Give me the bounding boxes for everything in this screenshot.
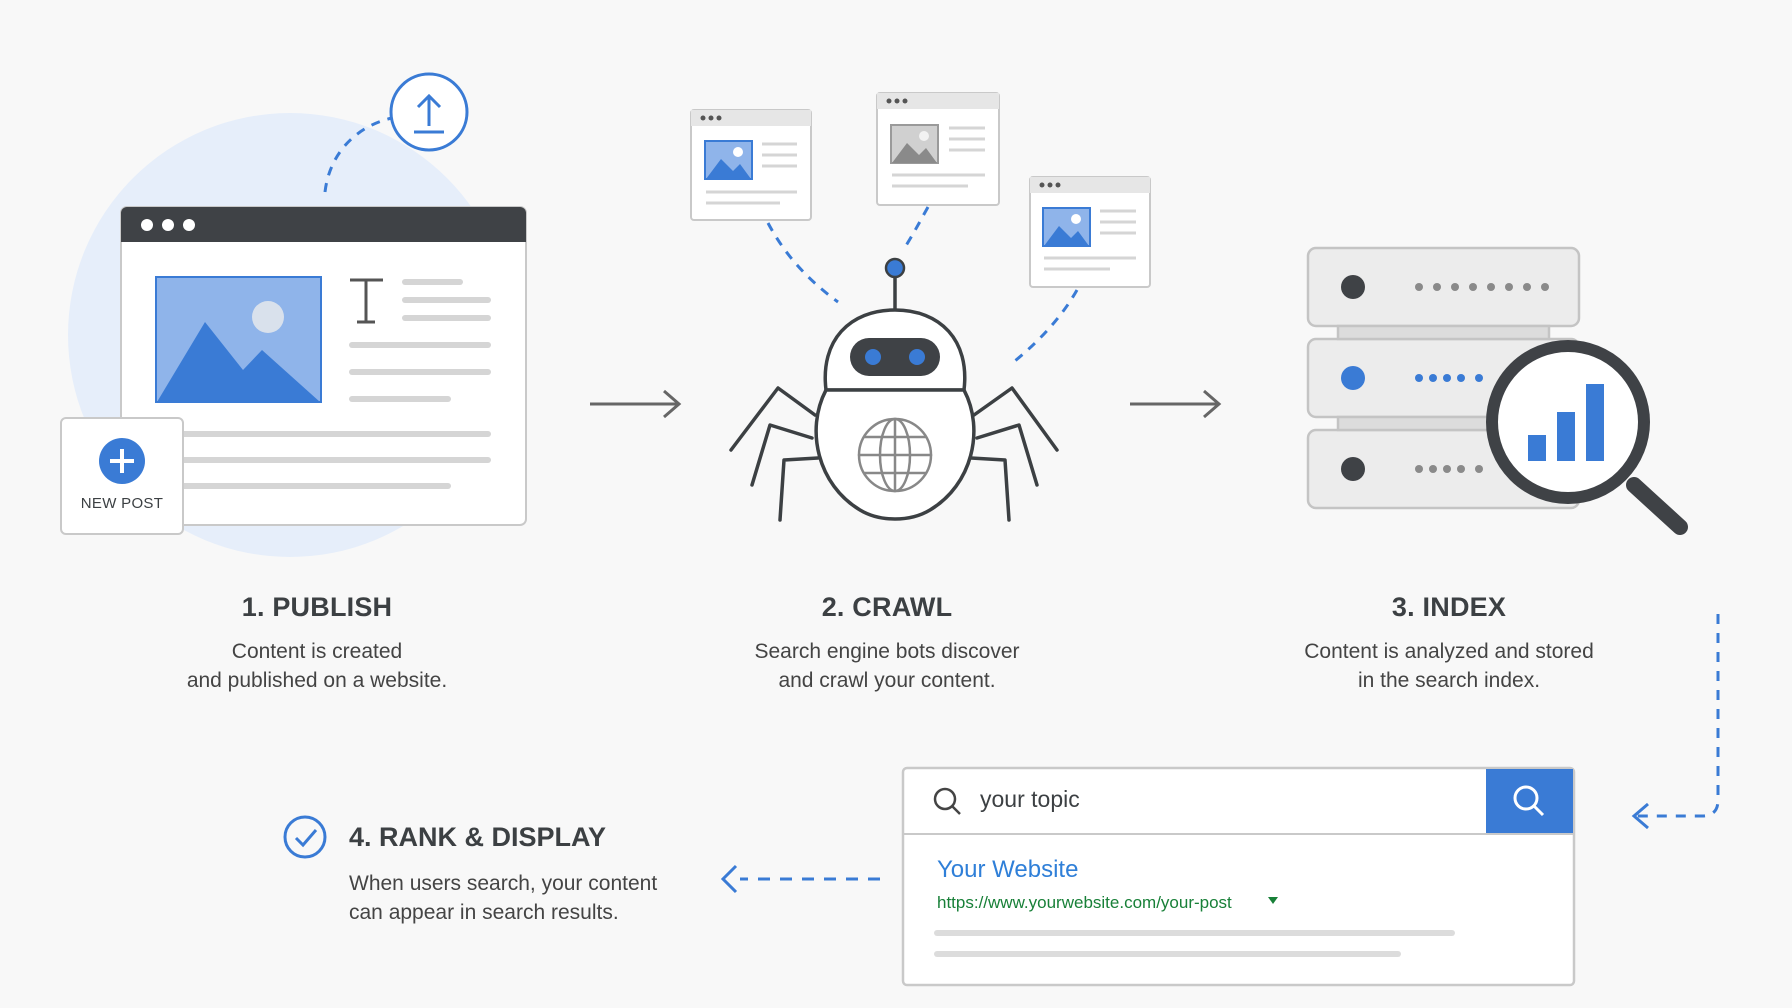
globe-icon [857, 417, 933, 493]
url-dropdown-caret-icon[interactable] [1268, 897, 1278, 904]
new-post-label: NEW POST [80, 495, 164, 512]
step-desc-rank-line1: When users search, your content [349, 872, 658, 895]
arrow-crawl-to-index [1130, 389, 1222, 419]
step-desc-crawl-line1: Search engine bots discover [754, 640, 1020, 663]
spider-bot-icon [729, 257, 1059, 522]
arrow-index-to-search [1631, 614, 1720, 830]
publish-illustration [60, 72, 527, 557]
result-url: https://www.yourwebsite.com/your-post [937, 893, 1232, 912]
step-desc-index: Content is analyzed and stored in the se… [1259, 637, 1639, 695]
crawl-illustration [690, 92, 1151, 522]
step-desc-index-line2: in the search index. [1357, 669, 1541, 692]
magnifier-chart-icon [1486, 340, 1688, 535]
crawled-page-3 [1029, 176, 1151, 288]
crawl-dashed-connectors [766, 206, 1079, 367]
image-icon [890, 124, 939, 164]
image-icon [704, 140, 753, 180]
index-illustration [1306, 246, 1688, 535]
crawled-page-1 [690, 109, 812, 221]
browser-window [120, 206, 527, 526]
arrow-publish-to-crawl [590, 389, 682, 419]
step-desc-publish-line1: Content is created [231, 640, 403, 663]
step-desc-index-line1: Content is analyzed and stored [1304, 640, 1594, 663]
step-desc-crawl-line2: and crawl your content. [778, 669, 996, 692]
image-icon [155, 276, 322, 403]
search-results-card [901, 766, 1576, 987]
arrow-search-to-rank [720, 864, 880, 894]
image-icon [1042, 207, 1091, 247]
search-icon [933, 787, 961, 815]
plus-icon [99, 438, 145, 484]
step-title-publish: 1. PUBLISH [241, 592, 393, 622]
step-desc-rank: When users search, your content can appe… [349, 869, 657, 927]
step-title-crawl: 2. CRAWL [821, 592, 953, 622]
step-desc-publish: Content is created and published on a we… [127, 637, 507, 695]
step-desc-crawl: Search engine bots discover and crawl yo… [697, 637, 1077, 695]
search-button-icon [1513, 785, 1545, 817]
step-desc-rank-line2: can appear in search results. [349, 901, 619, 924]
checkmark-icon [283, 815, 327, 859]
search-button[interactable] [1486, 769, 1573, 833]
server-led-dots [1415, 283, 1549, 473]
step-title-index: 3. INDEX [1391, 592, 1507, 622]
step-desc-publish-line2: and published on a website. [186, 669, 448, 692]
search-input[interactable]: your topic [980, 786, 1080, 812]
upload-dashed-connector [323, 116, 393, 193]
new-post-card [60, 417, 184, 535]
crawled-page-2 [876, 92, 1000, 206]
upload-icon [389, 72, 469, 152]
result-title-link[interactable]: Your Website [937, 856, 1079, 883]
text-cursor-icon [350, 278, 383, 324]
step-title-rank: 4. RANK & DISPLAY [349, 822, 607, 852]
